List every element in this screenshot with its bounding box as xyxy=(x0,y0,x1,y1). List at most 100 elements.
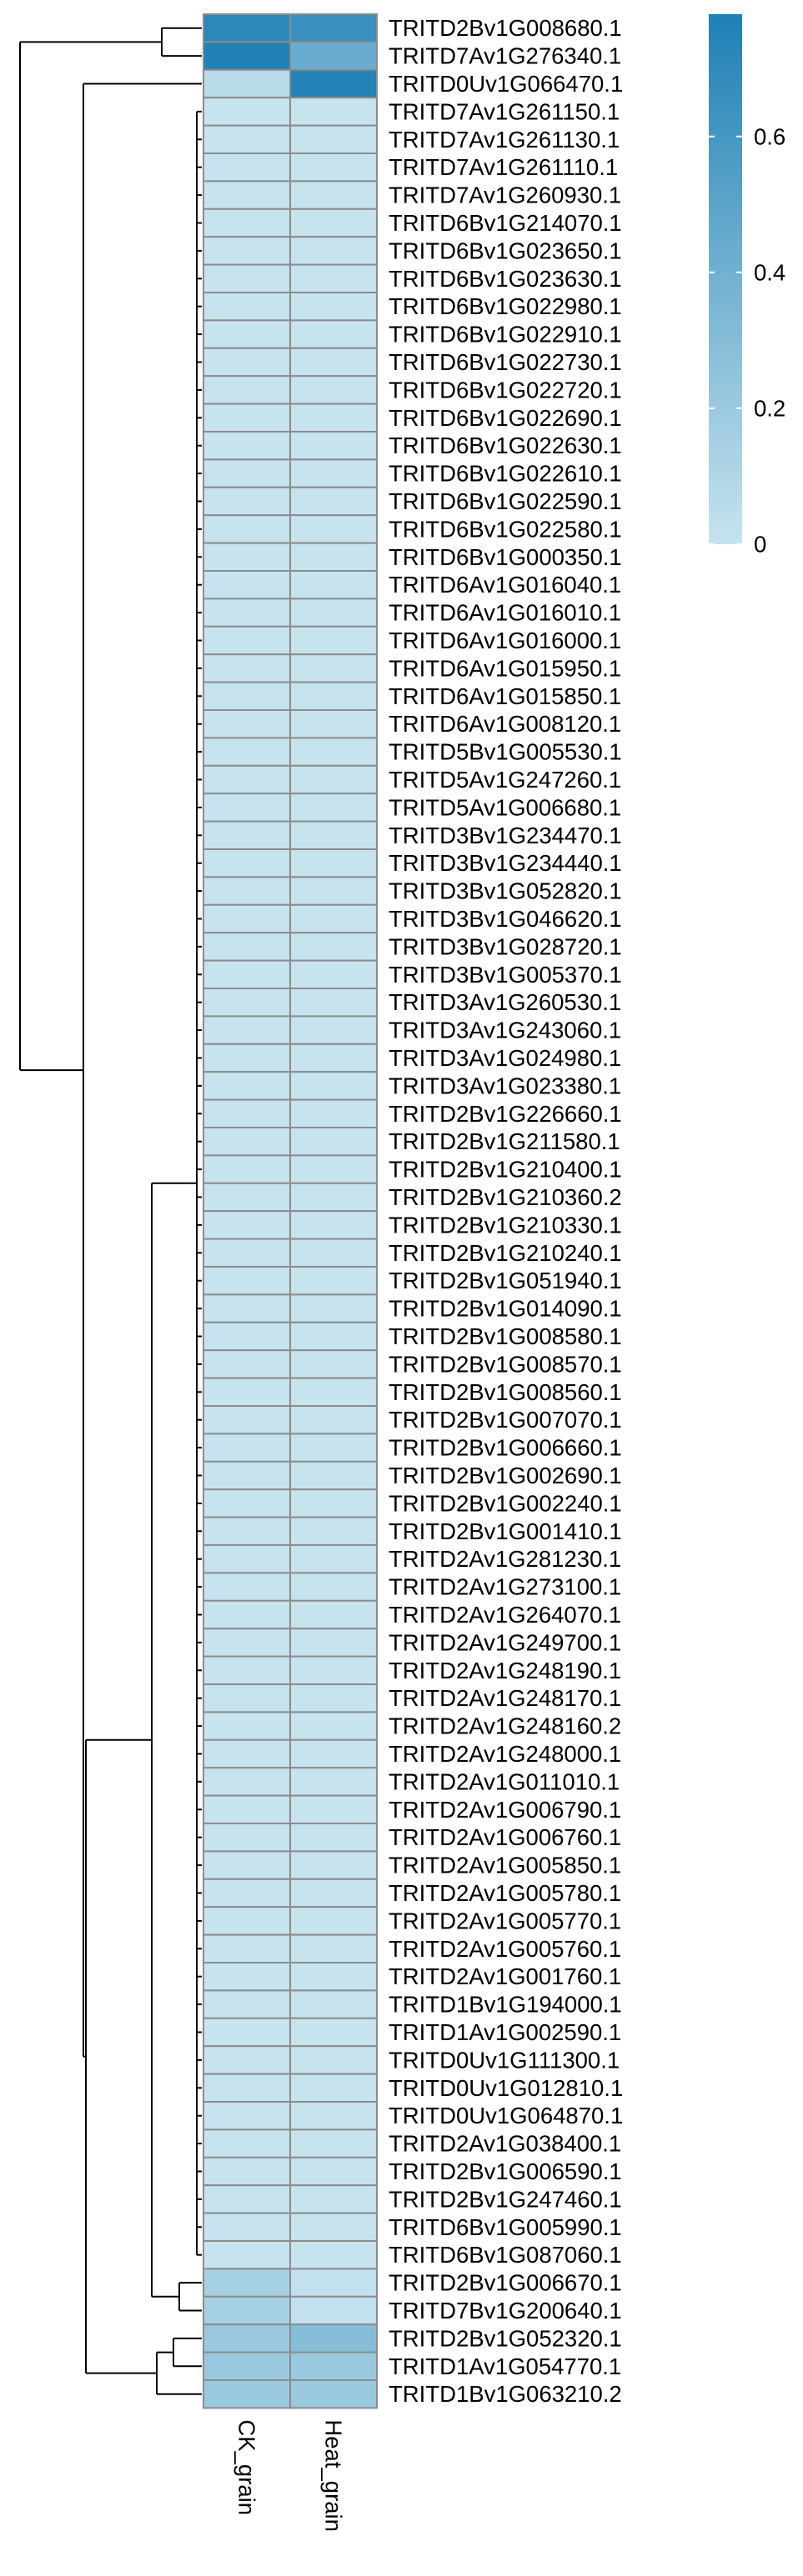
heatmap-cell xyxy=(203,486,291,517)
heatmap-cell xyxy=(289,41,378,71)
heatmap-cell xyxy=(289,2073,378,2103)
heatmap-cell xyxy=(203,1377,291,1407)
heatmap-cell xyxy=(203,681,291,711)
heatmap-cell xyxy=(203,1433,291,1463)
heatmap-cell xyxy=(289,2128,378,2158)
row-label: TRITD6Bv1G022910.1 xyxy=(389,322,622,348)
heatmap-cell xyxy=(289,1460,378,1491)
row-label: TRITD6Bv1G023630.1 xyxy=(389,266,622,292)
row-label: TRITD7Av1G276340.1 xyxy=(389,43,621,69)
heatmap-cell xyxy=(289,208,378,238)
row-label: TRITD2Bv1G210400.1 xyxy=(389,1157,622,1183)
heatmap-cell xyxy=(203,68,291,99)
heatmap-cell xyxy=(289,153,378,183)
legend-tick-label: 0.6 xyxy=(754,123,785,149)
heatmap-cell xyxy=(203,1933,291,1964)
heatmap-cell xyxy=(203,1043,291,1073)
heatmap-cell xyxy=(289,1655,378,1685)
heatmap-cell xyxy=(289,1098,378,1128)
row-label: TRITD2Bv1G210330.1 xyxy=(389,1212,622,1238)
heatmap-cell xyxy=(203,97,291,127)
heatmap-cell xyxy=(203,2156,291,2187)
heatmap-cell xyxy=(289,1544,378,1574)
row-labels: TRITD2Bv1G008680.1TRITD7Av1G276340.1TRIT… xyxy=(389,15,623,2407)
heatmap-cell xyxy=(289,1794,378,1825)
heatmap-cell xyxy=(289,988,378,1018)
heatmap-cell xyxy=(203,319,291,349)
heatmap-cell xyxy=(203,1210,291,1240)
heatmap-cell xyxy=(203,542,291,572)
heatmap-cell xyxy=(289,431,378,461)
row-label: TRITD6Bv1G005990.1 xyxy=(389,2214,622,2240)
heatmap-cell xyxy=(289,1906,378,1936)
row-label: TRITD2Av1G006790.1 xyxy=(389,1797,621,1823)
row-label: TRITD3Bv1G046620.1 xyxy=(389,906,622,932)
row-label: TRITD2Bv1G002240.1 xyxy=(389,1490,622,1516)
row-label: TRITD2Av1G248170.1 xyxy=(389,1685,621,1711)
row-label: TRITD2Av1G005760.1 xyxy=(389,1936,621,1962)
heatmap-cell xyxy=(289,514,378,544)
heatmap-cell xyxy=(289,1599,378,1630)
heatmap-cell xyxy=(203,1321,291,1352)
row-label: TRITD2Bv1G008570.1 xyxy=(389,1351,622,1377)
heatmap-cell xyxy=(289,1405,378,1435)
heatmap-cell xyxy=(289,876,378,906)
heatmap-cell xyxy=(203,1655,291,1685)
heatmap-cell xyxy=(203,2295,291,2326)
row-label: TRITD5Bv1G005530.1 xyxy=(389,739,622,765)
heatmap-cell xyxy=(289,1850,378,1880)
heatmap-cell xyxy=(289,2184,378,2214)
heatmap-cell xyxy=(203,263,291,294)
heatmap-cell xyxy=(203,848,291,878)
heatmap-cell xyxy=(203,153,291,183)
row-label: TRITD2Av1G005780.1 xyxy=(389,1880,621,1906)
row-label: TRITD2Av1G248160.2 xyxy=(389,1713,621,1739)
heatmap-cell xyxy=(203,403,291,433)
heatmap-cell xyxy=(203,570,291,600)
row-label: TRITD3Av1G023380.1 xyxy=(389,1073,621,1098)
heatmap-cell xyxy=(289,793,378,823)
row-label: TRITD1Av1G002590.1 xyxy=(389,2019,621,2045)
row-label: TRITD6Bv1G022720.1 xyxy=(389,377,622,403)
heatmap-cell xyxy=(289,1154,378,1184)
heatmap-cell xyxy=(203,709,291,739)
heatmap-cell xyxy=(203,458,291,488)
heatmap-cell xyxy=(289,68,378,99)
heatmap-cell xyxy=(289,903,378,934)
row-label: TRITD2Av1G038400.1 xyxy=(389,2131,621,2157)
heatmap-cell xyxy=(203,1349,291,1379)
row-label: TRITD2Bv1G210360.2 xyxy=(389,1184,622,1210)
heatmap-cell xyxy=(203,1071,291,1101)
heatmap-cell xyxy=(289,403,378,433)
heatmap-cell xyxy=(289,2268,378,2298)
heatmap-cell xyxy=(289,848,378,878)
row-label: TRITD2Av1G001760.1 xyxy=(389,1963,621,1989)
heatmap-cell xyxy=(203,1127,291,1157)
heatmap-cell xyxy=(203,820,291,850)
heatmap-cell xyxy=(289,236,378,266)
heatmap-cell xyxy=(203,653,291,683)
heatmap-cell xyxy=(289,2017,378,2048)
row-label: TRITD2Bv1G007070.1 xyxy=(389,1407,622,1433)
row-label: TRITD2Bv1G014090.1 xyxy=(389,1296,622,1322)
row-label: TRITD2Bv1G006590.1 xyxy=(389,2158,622,2184)
heatmap-cell xyxy=(203,1293,291,1323)
row-label: TRITD6Bv1G023650.1 xyxy=(389,238,622,263)
heatmap-cell xyxy=(289,375,378,405)
heatmap-cell xyxy=(289,1127,378,1157)
row-dendrogram xyxy=(19,27,202,2395)
heatmap-cell xyxy=(289,1293,378,1323)
row-label: TRITD3Bv1G052820.1 xyxy=(389,878,622,904)
heatmap-cell xyxy=(203,1572,291,1602)
row-label: TRITD2Bv1G008580.1 xyxy=(389,1323,622,1349)
row-label: TRITD6Av1G015950.1 xyxy=(389,655,621,681)
heatmap-cell xyxy=(203,2323,291,2353)
row-label: TRITD2Bv1G211580.1 xyxy=(389,1128,620,1154)
row-label: TRITD3Av1G243060.1 xyxy=(389,1018,621,1043)
heatmap-cell xyxy=(203,764,291,795)
heatmap-cell xyxy=(289,97,378,127)
row-label: TRITD3Bv1G234470.1 xyxy=(389,823,622,848)
heatmap-cell xyxy=(289,1767,378,1797)
row-label: TRITD2Bv1G226660.1 xyxy=(389,1101,622,1127)
